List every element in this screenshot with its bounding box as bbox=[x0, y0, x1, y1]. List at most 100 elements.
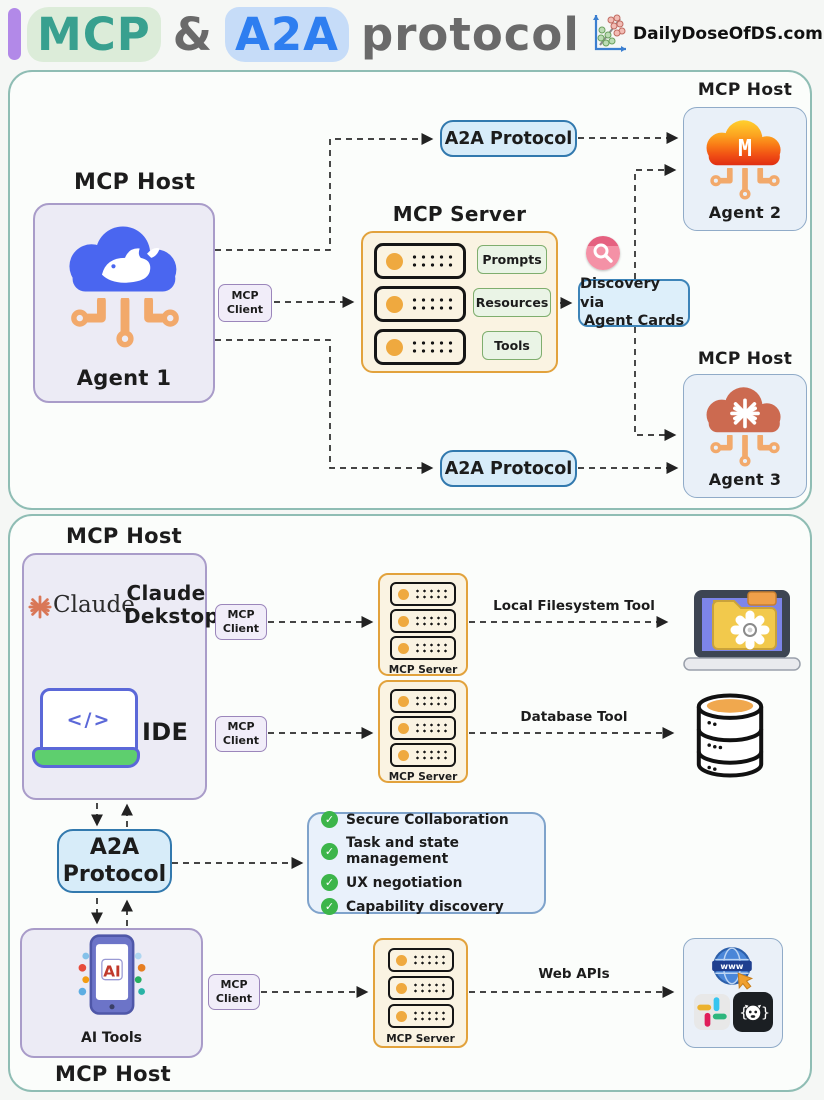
title-mcp: MCP bbox=[27, 6, 161, 62]
rack-dots-icon bbox=[411, 954, 446, 966]
svg-text:}: } bbox=[761, 1005, 770, 1021]
ide-label: IDE bbox=[142, 718, 189, 746]
mcp-host-label-desktop: MCP Host bbox=[66, 524, 182, 548]
title-ampersand: & bbox=[172, 7, 214, 61]
agent2-name: Agent 2 bbox=[708, 203, 782, 222]
a2a-protocol-box-mid: A2A Protocol bbox=[440, 450, 577, 487]
feature-label: Task and state management bbox=[346, 835, 460, 867]
rack-led-icon bbox=[398, 615, 409, 627]
feature-secure-collaboration: ✓ Secure Collaboration bbox=[321, 811, 532, 828]
circuit-legs-icon bbox=[71, 298, 179, 348]
rack-dots-icon bbox=[410, 253, 454, 269]
database-icon bbox=[696, 693, 764, 778]
feature-label: Capability discovery bbox=[346, 898, 504, 915]
mcp-client-line1: MCP bbox=[231, 289, 259, 303]
circuit-legs-icon bbox=[710, 168, 780, 200]
filesystem-laptop-icon bbox=[683, 590, 801, 671]
capability-tools: Tools bbox=[482, 331, 542, 360]
svg-text:{: { bbox=[739, 1005, 748, 1021]
server-rack bbox=[374, 243, 466, 279]
claude-desktop-line2: Dekstop bbox=[124, 604, 220, 628]
a2a-line1: A2A bbox=[89, 834, 140, 860]
a2a-line2: Protocol bbox=[62, 862, 167, 887]
mcp-host-label-agent3: MCP Host bbox=[697, 349, 793, 369]
discovery-box: Discovery via Agent Cards bbox=[578, 276, 690, 329]
mcp-server-title: MCP Server bbox=[392, 202, 527, 226]
mcp-client-line1: MCP bbox=[227, 720, 255, 734]
search-icon bbox=[593, 243, 613, 263]
discovery-line2: Agent Cards bbox=[583, 313, 685, 330]
mcp-server-label: MCP Server bbox=[388, 664, 458, 676]
server-rack bbox=[374, 329, 466, 365]
page-title: MCP & A2A protocol bbox=[27, 0, 580, 68]
feature-ux-negotiation: ✓ UX negotiation bbox=[321, 874, 532, 891]
check-icon: ✓ bbox=[321, 842, 338, 860]
rack-led-icon bbox=[395, 982, 407, 994]
mcp-client-box-1: MCP Client bbox=[215, 604, 267, 640]
mcp-server-box-1: MCP Server bbox=[378, 573, 468, 676]
github-icon: { } bbox=[733, 992, 773, 1032]
title-protocol: protocol bbox=[361, 7, 580, 61]
claude-desktop-line1: Claude bbox=[126, 581, 206, 605]
app-dots bbox=[78, 952, 146, 996]
mcp-client-box-top: MCP Client bbox=[218, 284, 272, 322]
rack-dots-icon bbox=[414, 749, 448, 761]
rack-dots-icon bbox=[414, 695, 448, 707]
rack-dots-icon bbox=[414, 722, 448, 734]
globe-www-icon: www bbox=[712, 947, 754, 990]
filesystem-tool-label: Local Filesystem Tool bbox=[493, 598, 655, 614]
rack-led-icon bbox=[398, 749, 409, 761]
rack-led-icon bbox=[386, 295, 403, 313]
rack-dots-icon bbox=[410, 296, 454, 312]
rack-dots-icon bbox=[414, 615, 448, 627]
mcp-server-box-2: MCP Server bbox=[378, 680, 468, 783]
check-icon: ✓ bbox=[321, 898, 338, 915]
server-rack-stack bbox=[390, 689, 456, 767]
server-rack bbox=[390, 636, 456, 660]
accent-bar bbox=[8, 8, 21, 60]
rack-led-icon bbox=[398, 588, 409, 600]
claude-wordmark: Claude bbox=[53, 592, 135, 618]
ide-code-glyph: </> bbox=[66, 709, 112, 731]
mcp-client-line1: MCP bbox=[220, 978, 248, 992]
server-rack bbox=[387, 976, 454, 1000]
mcp-host-label-agent2: MCP Host bbox=[697, 80, 793, 100]
database-tool-label: Database Tool bbox=[520, 709, 628, 725]
mcp-client-box-3: MCP Client bbox=[208, 974, 260, 1010]
ai-phone-icon: AI bbox=[78, 934, 146, 1015]
rack-led-icon bbox=[395, 1010, 407, 1022]
ide-laptop-base bbox=[32, 747, 140, 768]
claude-desktop-label: Claude Dekstop bbox=[124, 581, 220, 628]
mcp-client-box-2: MCP Client bbox=[215, 716, 267, 752]
rack-dots-icon bbox=[414, 642, 448, 654]
rack-led-icon bbox=[395, 954, 407, 966]
www-label: www bbox=[720, 961, 743, 971]
mistral-cloud-icon: M bbox=[706, 120, 781, 166]
mcp-client-line1: MCP bbox=[227, 608, 255, 622]
feature-label: UX negotiation bbox=[346, 874, 463, 891]
mcp-host-label-ai: MCP Host bbox=[55, 1062, 171, 1086]
title-a2a: A2A bbox=[225, 6, 350, 62]
agent3-name: Agent 3 bbox=[708, 470, 782, 489]
circuit-legs-icon bbox=[710, 435, 780, 467]
claude-cloud-icon bbox=[706, 387, 781, 433]
server-rack bbox=[390, 582, 456, 606]
check-icon: ✓ bbox=[321, 874, 338, 891]
mcp-client-line2: Client bbox=[215, 992, 253, 1005]
a2a-protocol-box-top: A2A Protocol bbox=[440, 120, 577, 157]
deepseek-whale-cloud-icon bbox=[69, 226, 177, 292]
search-badge bbox=[586, 236, 620, 270]
rack-led-icon bbox=[398, 695, 409, 707]
server-rack bbox=[390, 743, 456, 767]
a2a-protocol-box-bottom: A2A Protocol bbox=[57, 829, 172, 893]
mcp-server-label: MCP Server bbox=[386, 1033, 455, 1045]
rack-led-icon bbox=[398, 642, 409, 654]
claude-starburst-icon bbox=[28, 595, 52, 619]
agent1-name: Agent 1 bbox=[76, 366, 172, 390]
a2a-features-box: ✓ Secure Collaboration ✓ Task and state … bbox=[307, 811, 546, 915]
capability-prompts: Prompts bbox=[477, 245, 547, 274]
feature-capability-discovery: ✓ Capability discovery bbox=[321, 898, 532, 915]
server-rack-stack bbox=[374, 243, 466, 365]
rack-dots-icon bbox=[411, 1010, 446, 1022]
